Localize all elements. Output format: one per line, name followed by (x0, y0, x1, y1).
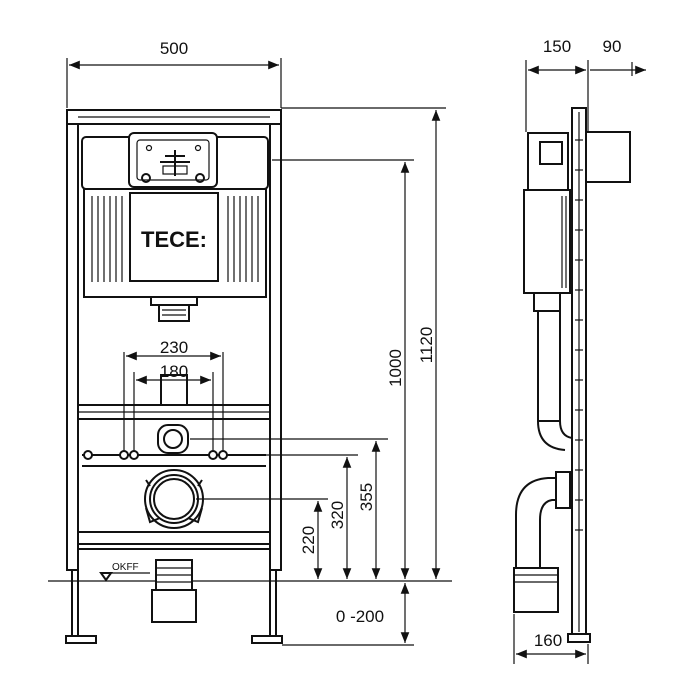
cistern: TECE: (81, 132, 269, 298)
side-view (513, 107, 631, 643)
right-upright (269, 109, 282, 571)
dim-inlet-inner: 180 (160, 362, 188, 381)
dim-foot-adjust: 0 -200 (336, 607, 384, 626)
dim-width-front: 500 (160, 39, 188, 58)
floor-reference: OKFF (99, 562, 150, 582)
dim-depth-frame: 150 (543, 37, 571, 56)
dim-inlet-outer: 230 (160, 338, 188, 357)
dim-height-355: 355 (357, 483, 376, 511)
dim-height-total: 1120 (417, 327, 436, 364)
side-cistern-body (523, 189, 571, 294)
left-upright (66, 109, 79, 571)
dim-depth-extra: 90 (603, 37, 622, 56)
right-foot (251, 570, 283, 644)
bottom-rail (77, 531, 271, 550)
brand-logo: TECE: (141, 227, 207, 252)
drain-connection (144, 469, 204, 529)
side-drain-bend (513, 471, 572, 613)
dim-depth-bottom: 160 (534, 631, 562, 650)
left-foot (65, 570, 97, 644)
dim-height-220: 220 (299, 526, 318, 554)
front-dimensions: 500 230 180 1120 1000 355 320 220 0 -200 (66, 39, 446, 646)
dim-height-cistern: 1000 (386, 349, 405, 387)
water-inlet (157, 424, 189, 454)
logo-panel (129, 192, 219, 282)
reference-label: OKFF (112, 562, 139, 573)
waste-pipe (151, 559, 197, 623)
inlet-fixings (83, 352, 228, 460)
dim-height-320: 320 (328, 501, 347, 529)
side-flush-box (585, 131, 631, 183)
front-view: TECE: (48, 109, 452, 644)
side-dimensions: 150 90 160 (513, 37, 646, 664)
